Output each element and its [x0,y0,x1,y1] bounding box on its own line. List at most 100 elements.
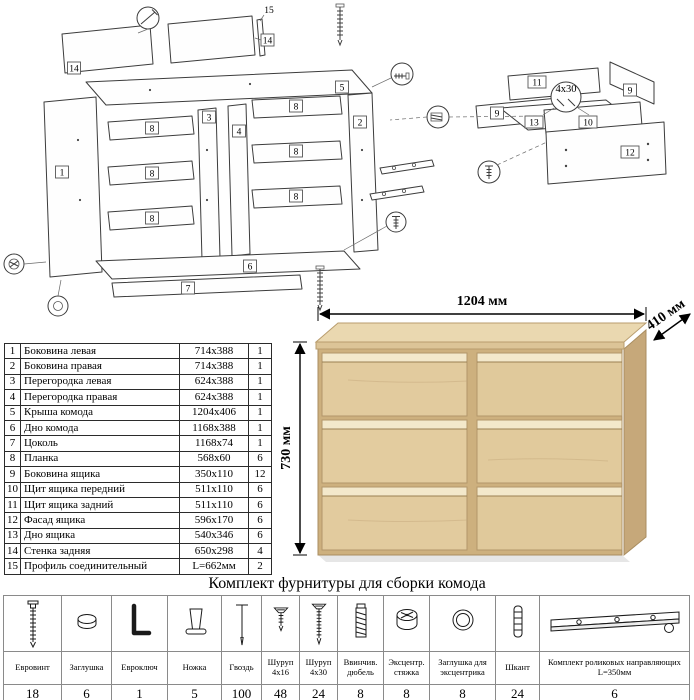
part-name: Боковина левая [20,342,180,360]
part-label-8: 8 [289,99,303,113]
svg-text:9: 9 [628,87,633,97]
dowel-hole [248,82,252,86]
dimension-width: 1204 мм [317,294,647,321]
part-number: 11 [4,496,21,514]
part-label-9: 9 [623,83,637,97]
bottom-panel [95,250,361,280]
part-label-6: 6 [243,259,257,273]
dowel-hole [360,198,364,202]
part-name: Щит ящика передний [20,481,180,498]
dresser-body [314,322,648,562]
dowel-hole [646,158,650,162]
hardware-name: Заглушка [61,651,112,685]
drawer-front [321,419,468,484]
hardware-qty: 24 [495,684,540,700]
part-number: 4 [4,389,21,406]
drawer-front [321,352,468,417]
hardware-qty-row: 18 6 1 5 100 48 24 8 8 8 24 6 [3,684,690,700]
hardware-names-row: Евровинт Заглушка Евроключ Ножка Гвоздь … [3,651,690,685]
hardware-name: Шуруп 4x30 [299,651,338,685]
part-label-5: 5 [335,80,349,94]
screw-4x30-icon [299,595,338,652]
part-name: Стенка задняя [20,543,180,560]
dowel-hole [76,138,80,142]
hardware-qty: 6 [61,684,112,700]
wooden-dowel-icon [495,595,540,652]
confirmat-screw-icon [3,595,62,652]
part-size: 650x298 [179,543,249,560]
hardware-qty: 48 [261,684,300,700]
drawer-front [476,419,623,484]
part-size: 1168x388 [179,419,249,437]
drawer-front [476,352,623,417]
svg-text:7: 7 [186,285,191,295]
svg-text:14: 14 [69,65,79,75]
svg-text:8: 8 [150,170,155,180]
hex-key-icon [111,595,168,652]
furniture-leg-icon [167,595,222,652]
top-front-edge [315,341,625,350]
hardware-qty: 1 [111,684,168,700]
width-label: 1204 мм [457,294,508,309]
left-side-panel [43,96,103,278]
screw-in-dowel-icon [337,595,384,652]
svg-text:8: 8 [294,148,299,158]
drawer-panels [475,61,667,185]
part-qty: 1 [248,389,272,406]
carcass-panels [43,15,379,298]
part-label-3: 3 [202,110,216,124]
part-name: Боковина правая [20,358,180,375]
hardware-qty: 100 [221,684,262,700]
part-label-2: 2 [353,115,367,129]
hardware-name: Ножка [167,651,222,685]
svg-text:8: 8 [294,103,299,113]
svg-text:15: 15 [264,6,274,16]
drawer-fronts [321,352,623,551]
part-label-8: 8 [145,121,159,135]
part-label-15: 15 [259,6,274,22]
drawer-front [476,486,623,551]
cam-lock-icon [383,595,430,652]
dowel-hole [148,88,152,92]
dowel-hole [564,164,568,168]
part-name: Цоколь [20,435,180,452]
part-size: 1204x406 [179,404,249,421]
part-name: Перегородка правая [20,389,180,406]
wood-grain [347,379,609,522]
dowel-hole [78,198,82,202]
hardware-name: Евроключ [111,651,168,685]
screw-cap-icon [61,595,112,652]
callouts: 4x30 [3,3,590,317]
part-qty: 1 [248,419,272,437]
part-qty: 1 [248,342,272,360]
svg-text:9: 9 [495,110,500,120]
part-name: Дно комода [20,419,180,437]
part-size: 624x388 [179,373,249,391]
part-size: 714x388 [179,358,249,375]
hardware-qty: 5 [167,684,222,700]
partition-left [197,107,221,261]
part-number: 9 [4,466,21,483]
part-name: Боковина ящика [20,466,180,483]
part-number: 8 [4,450,21,468]
svg-text:6: 6 [248,263,253,273]
hardware-name: Заглушка для эксцентрика [429,651,496,685]
dimension-depth: 410 мм [644,296,691,341]
svg-text:10: 10 [583,119,593,129]
hardware-qty: 8 [429,684,496,700]
part-label-8: 8 [289,189,303,203]
part-size: 596x170 [179,512,249,529]
part-number: 2 [4,358,21,375]
hardware-name: Шкант [495,651,540,685]
screw-size-label: 4x30 [556,84,577,95]
part-number: 3 [4,373,21,391]
dowel-hole [205,148,209,152]
floor-shadow [318,555,630,562]
